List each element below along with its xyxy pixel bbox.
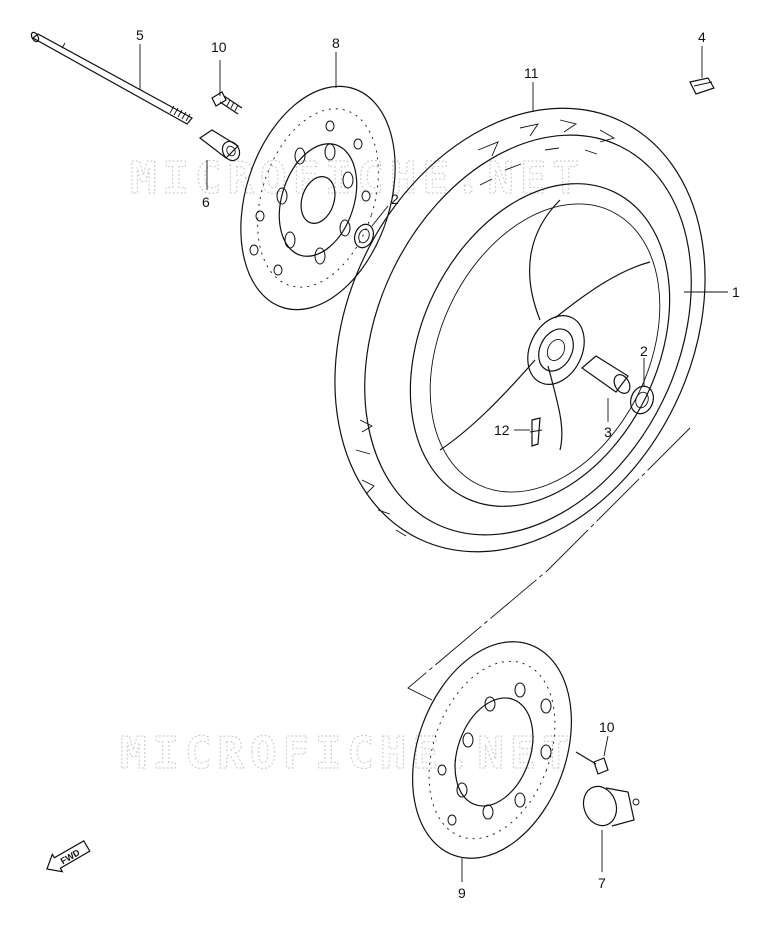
spacer-part-6[interactable]: [198, 129, 243, 164]
callout-2-lower: 2: [640, 343, 648, 359]
callout-1: 1: [732, 284, 740, 300]
sensor-part-7[interactable]: [578, 782, 640, 831]
callout-9: 9: [458, 885, 466, 901]
assembly-guide-line: [407, 427, 691, 701]
callout-8: 8: [332, 35, 340, 51]
cap-part-4[interactable]: [689, 77, 715, 95]
wheel-part-1[interactable]: [359, 140, 720, 549]
callout-10-top: 10: [211, 39, 227, 55]
leader-lines: [139, 44, 728, 882]
bearing-part-2-lower[interactable]: [627, 383, 657, 417]
bolt-part-10-top[interactable]: [211, 91, 243, 115]
callout-6: 6: [202, 194, 210, 210]
spacer-part-3[interactable]: [581, 355, 633, 396]
callout-4: 4: [698, 29, 706, 45]
bearing-part-2-upper[interactable]: [351, 222, 376, 251]
fwd-arrow-icon: FWD: [46, 839, 91, 873]
callout-7: 7: [598, 875, 606, 891]
bolt-part-10-bottom[interactable]: [575, 751, 609, 775]
axle-part-5[interactable]: [30, 31, 193, 125]
valve-part-12[interactable]: [529, 417, 543, 447]
callout-5: 5: [136, 27, 144, 43]
brake-disc-part-9[interactable]: [384, 619, 600, 880]
callout-2-upper: 2: [391, 191, 399, 207]
callout-10-bottom: 10: [599, 719, 615, 735]
callout-11: 11: [524, 65, 539, 81]
brake-disc-part-8[interactable]: [214, 66, 422, 329]
callout-3: 3: [604, 424, 612, 440]
callout-12: 12: [494, 422, 510, 438]
watermark-bottom: MICROFICHE.NET: [120, 728, 575, 779]
tire-part-11[interactable]: [264, 46, 769, 614]
fwd-label: FWD: [59, 847, 82, 866]
watermark-top: MICROFICHE.NET: [130, 153, 585, 204]
